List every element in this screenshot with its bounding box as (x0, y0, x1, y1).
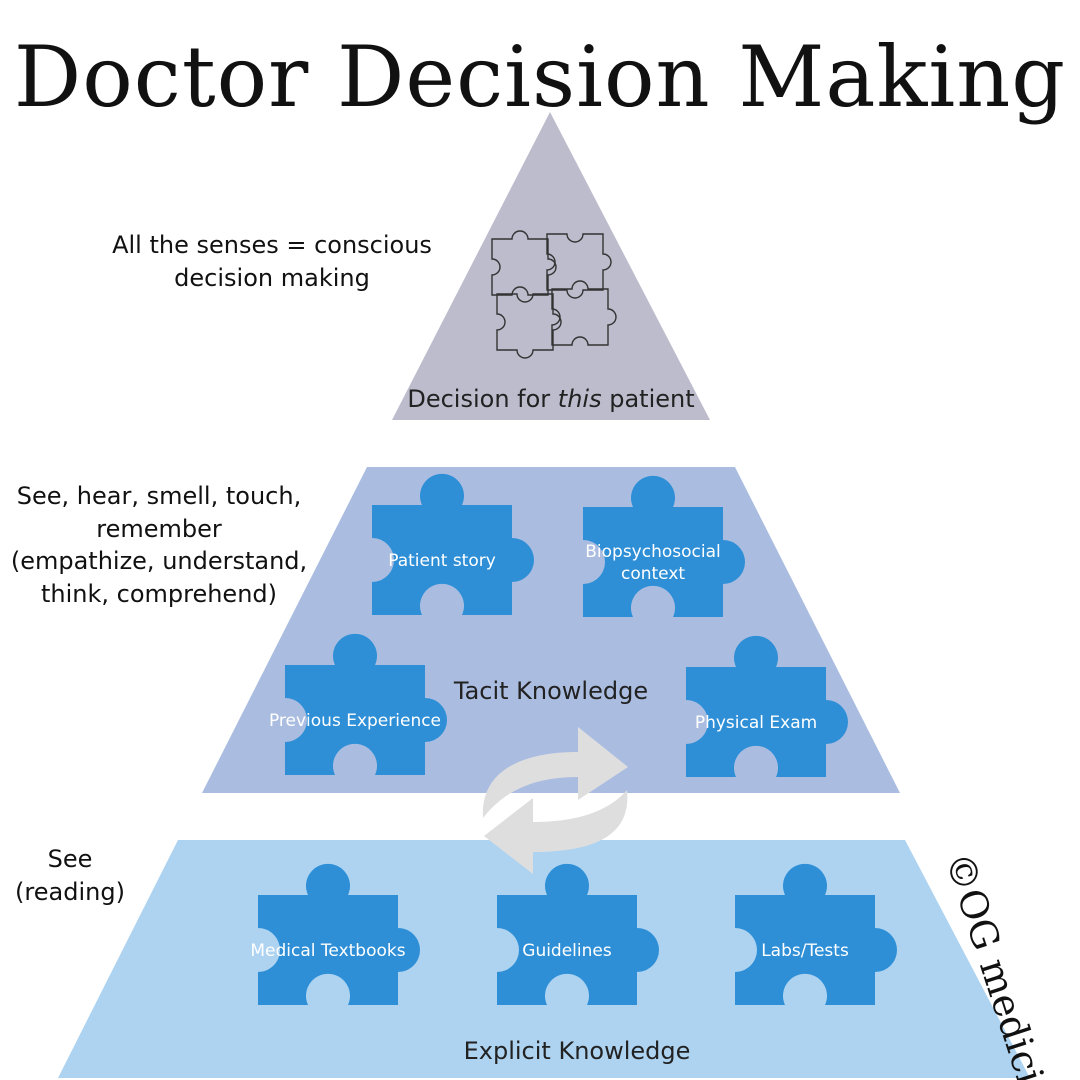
page-title: Doctor Decision Making (13, 28, 1067, 126)
apex-side-label-line: decision making (174, 263, 370, 292)
piece-label: Previous Experience (269, 711, 441, 731)
piece-label: Labs/Tests (761, 941, 849, 961)
middle-side-label: See, hear, smell, touch, remember (empat… (4, 480, 314, 611)
apex-caption: Decision for this patient (407, 385, 694, 413)
base-side-label-line: See (47, 845, 93, 873)
explicit-knowledge-label: Explicit Knowledge (464, 1037, 691, 1065)
middle-side-label-line: think, comprehend) (40, 579, 278, 608)
piece-label: Patient story (388, 551, 496, 571)
base-side-label-line: (reading) (15, 877, 125, 906)
base-side-label: See (reading) (10, 843, 130, 908)
puzzle-piece-previous-experience: Previous Experience (269, 633, 447, 775)
piece-label-line: Previous Experience (269, 711, 441, 731)
piece-label-line: Labs/Tests (761, 941, 849, 961)
middle-side-label-line: (empathize, understand, (10, 547, 308, 576)
piece-label-line: Biopsychosocial (585, 542, 721, 562)
piece-label-line: Patient story (388, 551, 496, 571)
piece-label: Physical Exam (695, 713, 817, 733)
piece-label-line: Guidelines (522, 941, 612, 961)
piece-label-line: context (621, 564, 685, 584)
middle-side-label-line: remember (96, 514, 222, 543)
puzzle-piece-labs-tests: Labs/Tests (735, 863, 897, 1005)
piece-label: Guidelines (522, 941, 612, 961)
puzzle-piece-guidelines: Guidelines (497, 863, 659, 1005)
piece-label-line: Physical Exam (695, 713, 817, 733)
apex-side-label: All the senses = conscious decision maki… (112, 229, 432, 294)
piece-label-line: Medical Textbooks (250, 941, 405, 961)
apex-side-label-line: All the senses = conscious (112, 231, 432, 259)
puzzle-piece-physical-exam: Physical Exam (686, 635, 848, 777)
circular-arrows-icon (482, 727, 628, 874)
puzzle-piece-patient-story: Patient story (372, 473, 534, 615)
puzzle-piece-medical-textbooks: Medical Textbooks (250, 863, 420, 1005)
apex-triangle (392, 112, 710, 420)
piece-label: Medical Textbooks (250, 941, 405, 961)
middle-side-label-line: See, hear, smell, touch, (16, 482, 302, 510)
tacit-knowledge-label: Tacit Knowledge (453, 677, 648, 705)
